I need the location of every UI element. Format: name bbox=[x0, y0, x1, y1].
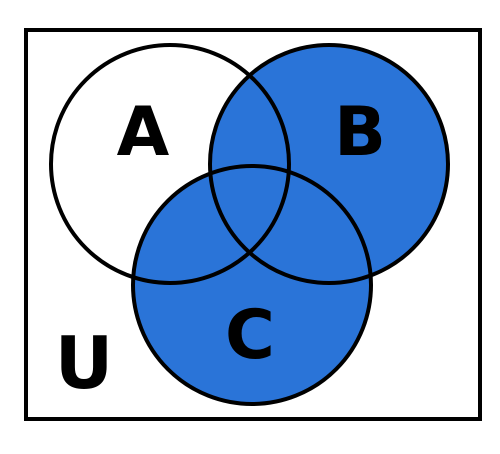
set-a-circle bbox=[49, 43, 291, 285]
set-b-label: B bbox=[334, 93, 386, 172]
set-a-label: A bbox=[117, 93, 170, 172]
set-c-label: C bbox=[225, 296, 275, 375]
set-c-fill bbox=[133, 166, 371, 404]
set-c-circle bbox=[131, 164, 373, 406]
universe-label: U bbox=[55, 321, 113, 405]
set-b-circle bbox=[208, 43, 450, 285]
